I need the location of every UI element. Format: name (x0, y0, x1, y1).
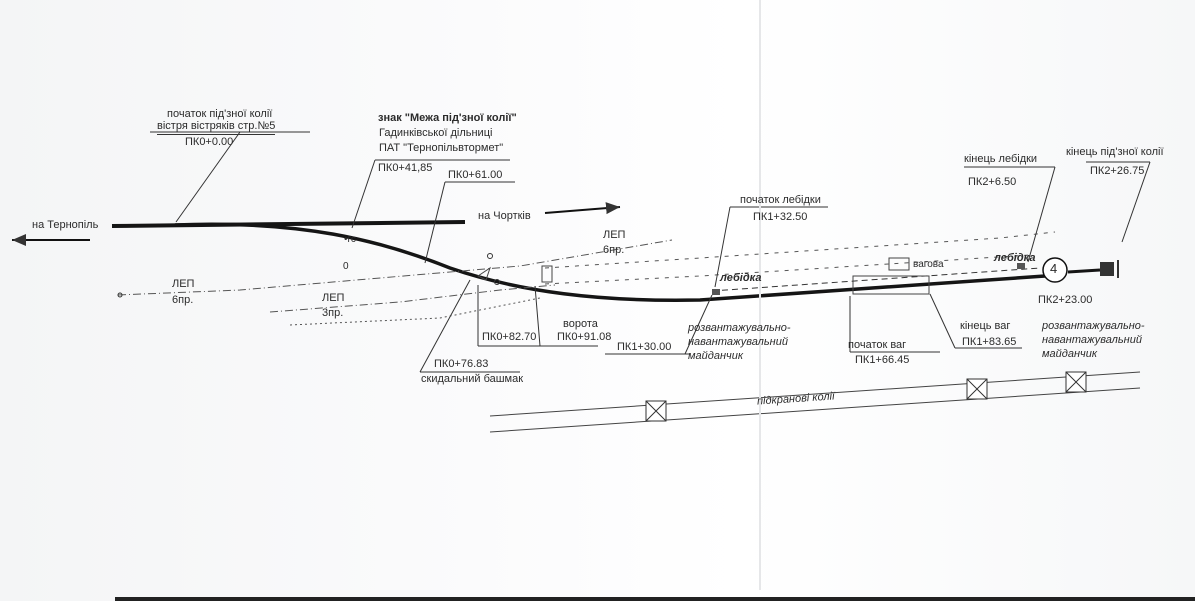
label-winch-start: початок лебідки (740, 194, 821, 206)
label-pk-61: ПК0+61.00 (448, 169, 503, 181)
label-winch-right: лебідка (994, 252, 1036, 264)
label-winch-start-pk: ПК1+32.50 (753, 211, 808, 223)
pole-icon (117, 292, 123, 298)
label-siding-start: початок під'зної колії (167, 108, 273, 120)
label-winch-left: лебідка (720, 272, 762, 284)
label-pk-76: ПК0+76.83 (434, 358, 489, 370)
label-platform2-l1: розвантажувально- (1042, 320, 1145, 332)
label-lep-top: ЛЕП (603, 229, 626, 241)
crane-rail-bottom (489, 387, 1141, 433)
label-weigh-house: вагова (913, 259, 944, 270)
pole-icon (494, 279, 500, 285)
label-pk-223: ПК2+23.00 (1038, 294, 1093, 306)
main-track (111, 220, 466, 228)
buffer-stop (1100, 262, 1114, 276)
label-gate-pk: ПК0+91.08 (557, 331, 612, 343)
label-lep-mid-sub: 3пр. (322, 307, 344, 319)
label-lep-left-sub: 6пр. (172, 294, 194, 306)
label-platform1-l2: навантажувальний (688, 336, 788, 348)
label-scales-start: початок ваг (848, 339, 907, 351)
label-scales-end-pk: ПК1+83.65 (962, 336, 1017, 348)
label-track-number: 4 (1050, 261, 1058, 276)
scales-box (852, 275, 930, 295)
dashed-track (711, 267, 1041, 292)
label-siding-end-pk: ПК2+26.75 (1090, 165, 1145, 177)
label-lep-top-sub: 6пр. (603, 244, 625, 256)
sheet-edge (115, 597, 1195, 601)
label-pk-0: ПК0+0.00 (185, 136, 234, 148)
arrow-chortkiv (544, 202, 621, 215)
label-derail-shoe: скидальний башмак (421, 373, 524, 385)
crane-rail-top (489, 371, 1141, 417)
label-winch-end-pk: ПК2+6.50 (968, 176, 1017, 188)
winch-icon (712, 289, 720, 295)
pole-icon (487, 253, 493, 259)
track-end-line (1067, 268, 1101, 274)
power-line-mid (269, 284, 556, 313)
derail-shoe-icon (477, 266, 491, 281)
siding-track (174, 222, 1046, 302)
power-line-right (544, 254, 1031, 285)
label-sign-line3: ПАТ "Тернопільвтормет" (379, 142, 504, 154)
label-lep-mid: ЛЕП (322, 292, 345, 304)
leader (175, 131, 241, 223)
label-lep-left: ЛЕП (172, 278, 195, 290)
crane-support-icon (645, 400, 667, 422)
label-platform2-l3: майданчик (1042, 348, 1098, 360)
label-pk-82: ПК0+82.70 (482, 331, 537, 343)
label-to-ternopil: на Тернопіль (32, 219, 99, 231)
winch-icon (1017, 263, 1025, 269)
label-platform2-l2: навантажувальний (1042, 334, 1142, 346)
label-sign-line2: Гадинківської дільниці (379, 127, 493, 139)
crane-support-icon (966, 378, 988, 400)
weigh-house-box (888, 257, 910, 271)
power-line-left (117, 239, 673, 296)
crane-support-icon (1065, 371, 1087, 393)
label-siding-end: кінець під'зної колії (1066, 146, 1164, 158)
power-line-upper (544, 231, 1056, 269)
label-platform1-l3: майданчик (688, 350, 744, 362)
label-pk-130: ПК1+30.00 (617, 341, 672, 353)
label-scales-end: кінець ваг (960, 320, 1011, 332)
label-gs: •гс (344, 234, 356, 245)
label-to-chortkiv: на Чортків (478, 210, 531, 222)
label-pk-41: ПК0+41,85 (378, 162, 433, 174)
label-siding-start-switch: вістря вістряків стр.№5 (157, 120, 276, 135)
label-platform1-l1: розвантажувально- (688, 322, 791, 334)
label-gate: ворота (563, 318, 598, 330)
power-line-lower (289, 297, 541, 326)
label-winch-end: кінець лебідки (964, 153, 1038, 165)
label-sign-title: знак "Межа під'зної колії" (378, 112, 517, 124)
label-small-mark: 0 (343, 261, 349, 272)
track-number-circle (1042, 257, 1068, 283)
gate-post-icon (541, 265, 553, 283)
label-scales-start-pk: ПК1+66.45 (855, 354, 910, 366)
